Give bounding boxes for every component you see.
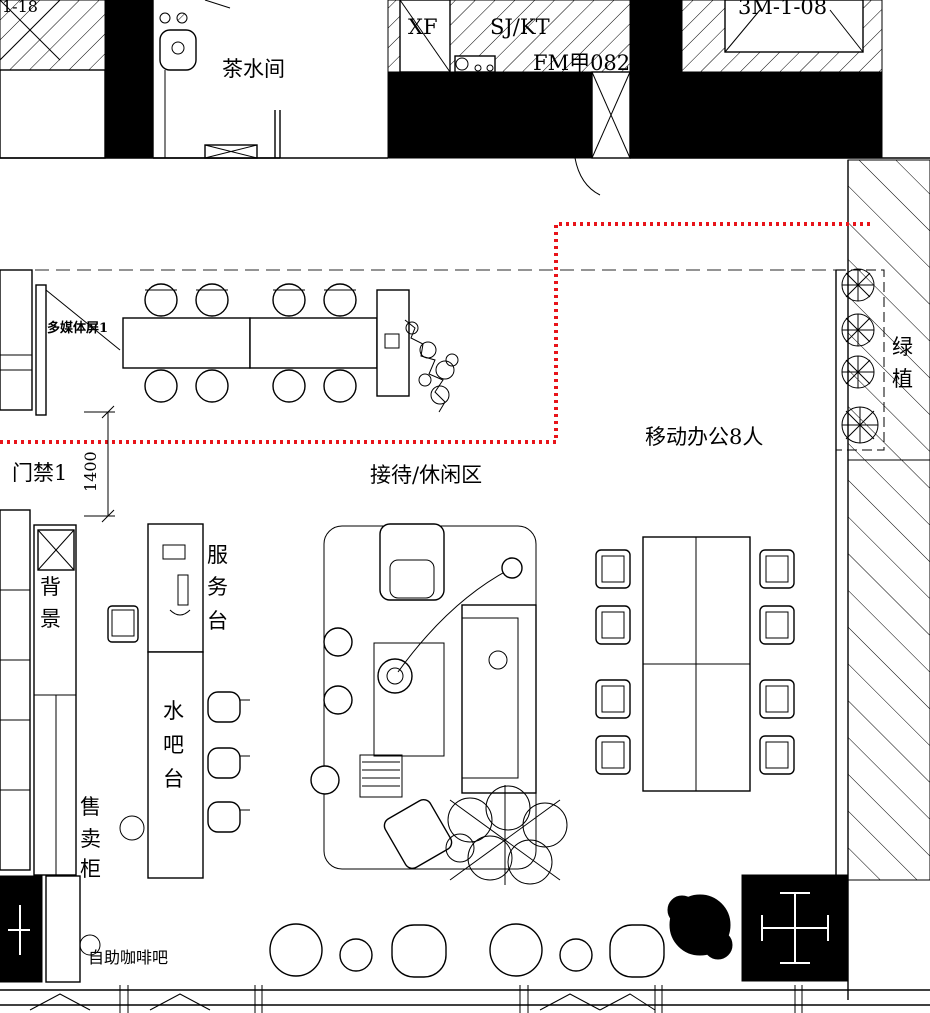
tea-room-label: 茶水间 [222, 57, 285, 81]
vending-char-1: 售 [80, 795, 101, 819]
person-icon-2 [79, 934, 101, 956]
column-block [741, 874, 849, 982]
room-code-mid: SJ/KT [490, 15, 550, 39]
service-desk-char-2: 务 [207, 575, 228, 599]
vending-char-2: 卖 [80, 827, 101, 851]
reception-lounge-label: 接待/休闲区 [370, 463, 482, 487]
top-left-room [0, 0, 154, 159]
water-bar [147, 651, 204, 879]
service-desk-char-3: 台 [207, 609, 228, 633]
room-code-left: 1-18 [2, 0, 38, 16]
plant-icon [404, 319, 459, 413]
left-wall-equipment [0, 269, 121, 983]
door-code: FM甲0820 [533, 51, 644, 75]
meeting-table [122, 283, 410, 403]
water-bar-char-2: 吧 [163, 733, 184, 757]
bush-icon [667, 894, 733, 960]
backdrop-char-2: 景 [40, 607, 61, 631]
office-table [642, 536, 751, 792]
service-desk [147, 523, 204, 653]
office-chairs [595, 549, 795, 775]
chair-icon [107, 605, 139, 643]
self-coffee-label: 自助咖啡吧 [88, 948, 168, 967]
media-screen-label: 多媒体屏1 [47, 320, 108, 336]
lounge-area [310, 523, 537, 870]
room-code-xf: XF [408, 15, 438, 39]
water-bar-char-3: 台 [163, 767, 184, 791]
top-right-room [681, 0, 883, 159]
dimension-label: 1400 [81, 451, 100, 492]
bottom-seating [269, 923, 665, 978]
backdrop-char-1: 背 [40, 575, 61, 599]
green-plant-char-1: 绿 [892, 335, 913, 359]
access-gate-label: 门禁1 [12, 461, 67, 485]
green-plant-char-2: 植 [892, 367, 913, 391]
top-mid-room [387, 0, 683, 196]
bottom-facade [0, 985, 930, 1013]
stool-icons [207, 691, 250, 833]
person-icon [119, 815, 145, 841]
dimension-marker [84, 405, 115, 523]
green-planter [835, 268, 885, 451]
sink-icon [159, 29, 197, 71]
boundary-line [0, 222, 872, 444]
mobile-office-label: 移动办公8人 [645, 425, 763, 449]
room-code-right: 3M-1-08 [738, 0, 827, 19]
service-desk-char-1: 服 [207, 543, 228, 567]
vending-char-3: 柜 [80, 857, 101, 881]
large-plant-icon [445, 785, 568, 885]
water-bar-char-1: 水 [163, 699, 184, 723]
